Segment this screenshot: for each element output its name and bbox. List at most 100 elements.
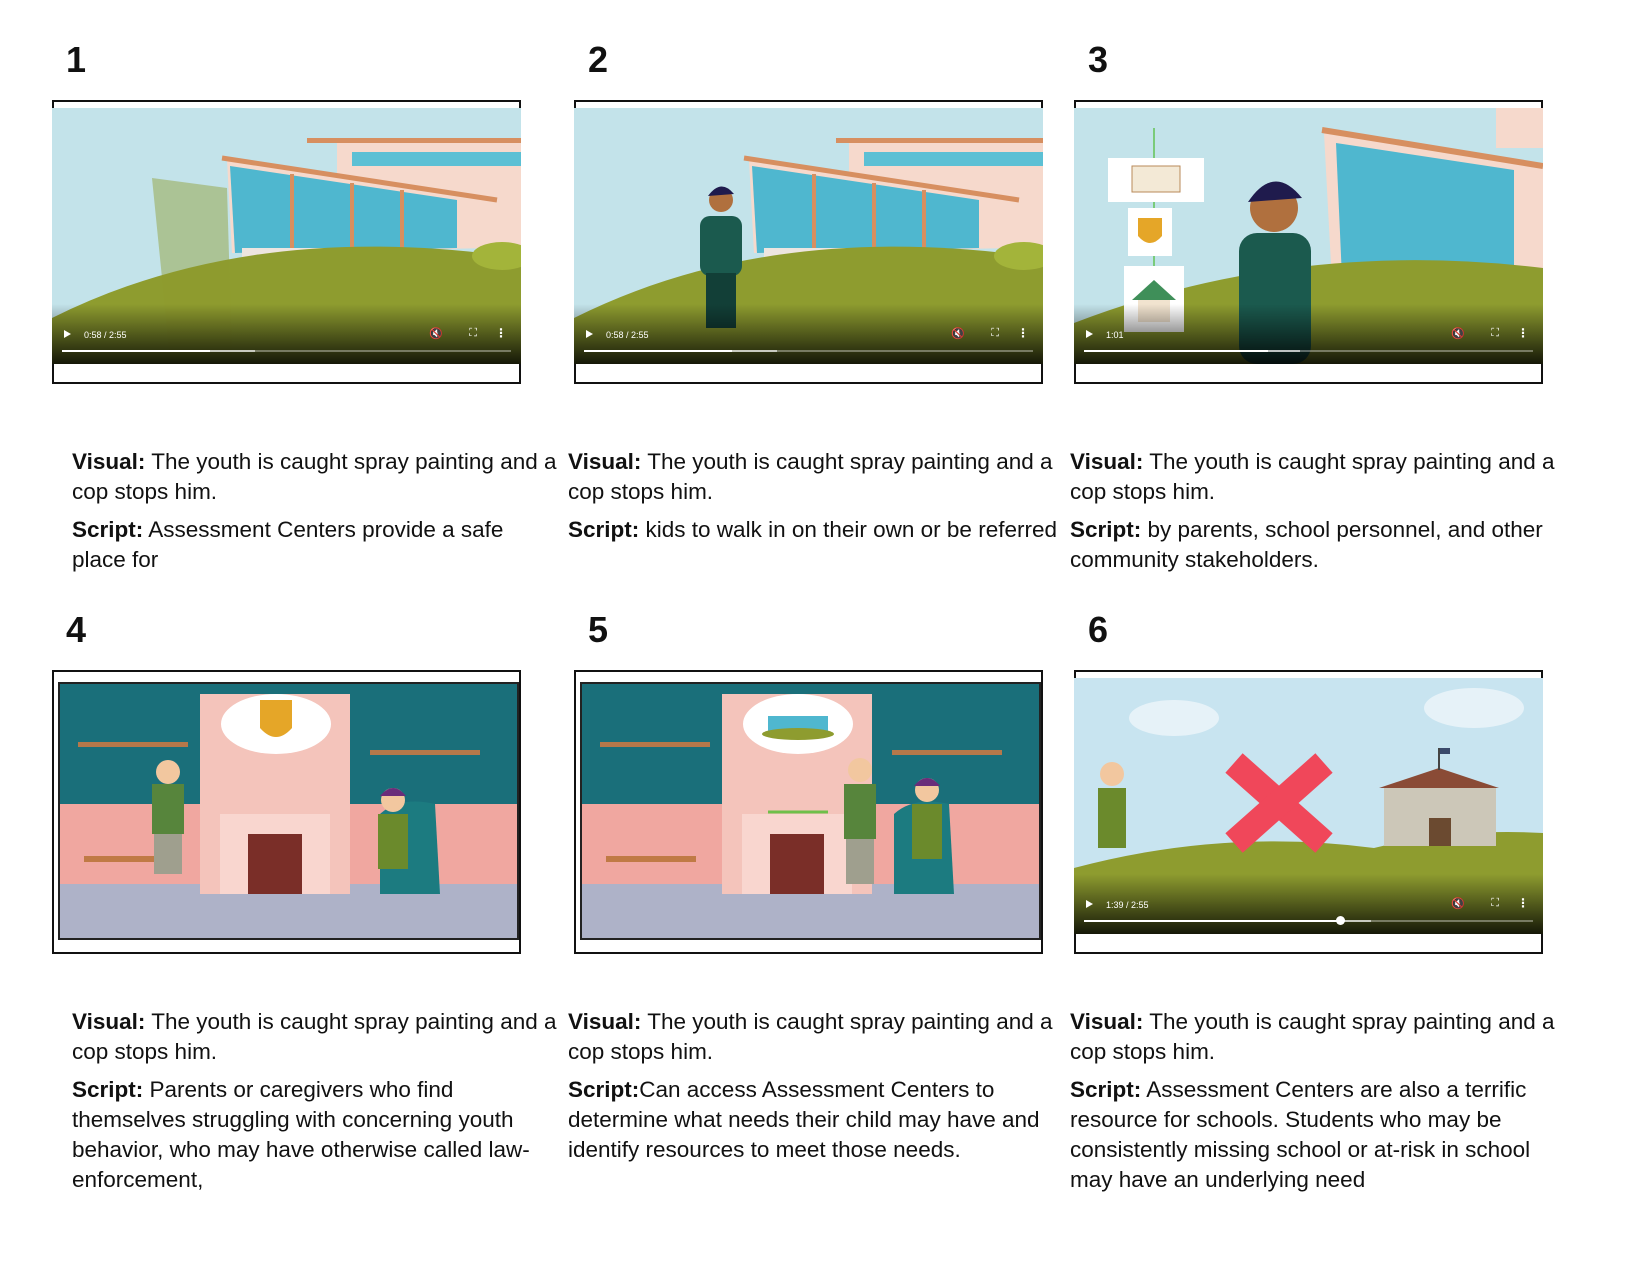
visual-line: Visual: The youth is caught spray painti…: [1070, 1007, 1560, 1067]
script-text: Parents or caregivers who find themselve…: [72, 1077, 530, 1192]
more-options-icon[interactable]: ⋮: [1517, 896, 1529, 910]
video-frame: 1:39 / 2:55 🔇 ⛶ ⋮: [1074, 670, 1543, 954]
video-frame-still: [58, 682, 519, 940]
mute-icon[interactable]: 🔇: [429, 328, 443, 340]
storyboard-panel-1: 1 0:58 / 2:55 🔇: [52, 42, 572, 602]
panel-description: Visual: The youth is caught spray painti…: [1070, 447, 1560, 583]
visual-line: Visual: The youth is caught spray painti…: [72, 447, 562, 507]
mute-icon[interactable]: 🔇: [951, 328, 965, 340]
buffer-bar: [1268, 350, 1300, 352]
script-line: Script: kids to walk in on their own or …: [568, 515, 1058, 545]
video-frame: [574, 670, 1043, 954]
play-icon[interactable]: [1086, 330, 1093, 338]
parent-figure: [152, 760, 184, 874]
more-options-icon[interactable]: ⋮: [495, 326, 507, 340]
script-line: Script: by parents, school personnel, an…: [1070, 515, 1560, 575]
storyboard-panel-2: 2: [568, 39, 1094, 602]
more-options-icon[interactable]: ⋮: [1017, 326, 1029, 340]
video-player[interactable]: 1:01 🔇 ⛶ ⋮: [1074, 108, 1543, 364]
mute-icon[interactable]: 🔇: [1451, 898, 1465, 910]
script-label: Script:: [568, 1077, 640, 1102]
video-time: 0:58 / 2:55: [606, 330, 649, 340]
script-line: Script:Can access Assessment Centers to …: [568, 1075, 1058, 1165]
visual-label: Visual:: [568, 449, 642, 474]
progress-track[interactable]: [584, 350, 1033, 352]
visual-text: The youth is caught spray painting and a…: [568, 449, 1053, 504]
buffer-bar: [732, 350, 778, 352]
script-text: Can access Assessment Centers to determi…: [568, 1077, 1040, 1162]
script-text: by parents, school personnel, and other …: [1070, 517, 1543, 572]
video-player[interactable]: 0:58 / 2:55 🔇 ⛶ ⋮: [574, 108, 1043, 364]
progress-track[interactable]: [1084, 350, 1533, 352]
panel-description: Visual: The youth is caught spray painti…: [568, 447, 1058, 553]
scene-living-room-police: [60, 684, 517, 938]
panel-number: 6: [1088, 609, 1109, 650]
panel-number: 2: [588, 39, 609, 80]
storyboard-panel-4: 4: [52, 609, 572, 1192]
visual-line: Visual: The youth is caught spray painti…: [1070, 447, 1560, 507]
video-controls: 1:01 🔇 ⛶ ⋮: [1074, 304, 1543, 364]
play-icon[interactable]: [586, 330, 593, 338]
video-frame-still: [580, 682, 1041, 940]
panel-number: 1: [66, 39, 87, 80]
visual-label: Visual:: [568, 1009, 642, 1034]
script-line: Script: Assessment Centers are also a te…: [1070, 1075, 1560, 1195]
buffer-bar: [1339, 920, 1372, 922]
fullscreen-icon[interactable]: ⛶: [991, 327, 999, 339]
storyboard-panel-5: 5: [568, 609, 1094, 1172]
video-controls: 0:58 / 2:55 🔇 ⛶ ⋮: [52, 304, 521, 364]
visual-text: The youth is caught spray painting and a…: [1070, 1009, 1555, 1064]
visual-line: Visual: The youth is caught spray painti…: [568, 447, 1058, 507]
video-player[interactable]: 1:39 / 2:55 🔇 ⛶ ⋮: [1074, 678, 1543, 934]
script-label: Script:: [72, 517, 144, 542]
parent-figure: [844, 758, 876, 884]
visual-label: Visual:: [1070, 449, 1144, 474]
script-label: Script:: [72, 1077, 144, 1102]
visual-text: The youth is caught spray painting and a…: [72, 1009, 557, 1064]
scrubber-handle[interactable]: [1335, 916, 1345, 925]
panel-number: 3: [1088, 39, 1109, 80]
fullscreen-icon[interactable]: ⛶: [1491, 897, 1499, 909]
visual-line: Visual: The youth is caught spray painti…: [568, 1007, 1058, 1067]
panel-number: 5: [588, 609, 609, 650]
panel-description: Visual: The youth is caught spray painti…: [72, 1007, 562, 1203]
progress-fill: [1084, 350, 1269, 352]
play-icon[interactable]: [1086, 900, 1093, 908]
progress-fill: [62, 350, 211, 352]
video-time: 1:39 / 2:55: [1106, 900, 1149, 910]
visual-text: The youth is caught spray painting and a…: [1070, 449, 1555, 504]
youth-girl-figure: [378, 788, 408, 869]
panel-description: Visual: The youth is caught spray painti…: [568, 1007, 1058, 1173]
progress-track[interactable]: [62, 350, 511, 352]
script-text: kids to walk in on their own or be refer…: [645, 517, 1057, 542]
youth-girl-figure: [912, 778, 942, 859]
fullscreen-icon[interactable]: ⛶: [469, 327, 477, 339]
video-controls: 0:58 / 2:55 🔇 ⛶ ⋮: [574, 304, 1043, 364]
buffer-bar: [210, 350, 256, 352]
panel-description: Visual: The youth is caught spray painti…: [72, 447, 562, 583]
more-options-icon[interactable]: ⋮: [1517, 326, 1529, 340]
visual-line: Visual: The youth is caught spray painti…: [72, 1007, 562, 1067]
script-line: Script: Parents or caregivers who find t…: [72, 1075, 562, 1195]
progress-fill: [1084, 920, 1340, 922]
school-building: [1379, 748, 1499, 846]
video-player[interactable]: 0:58 / 2:55 🔇 ⛶ ⋮: [52, 108, 521, 364]
progress-track[interactable]: [1084, 916, 1533, 925]
visual-label: Visual:: [1070, 1009, 1144, 1034]
visual-text: The youth is caught spray painting and a…: [568, 1009, 1053, 1064]
panel-number: 4: [66, 609, 87, 650]
video-frame: 0:58 / 2:55 🔇 ⛶ ⋮: [574, 100, 1043, 384]
script-label: Script:: [1070, 1077, 1142, 1102]
visual-label: Visual:: [72, 1009, 146, 1034]
fullscreen-icon[interactable]: ⛶: [1491, 327, 1499, 339]
panel-description: Visual: The youth is caught spray painti…: [1070, 1007, 1560, 1203]
mute-icon[interactable]: 🔇: [1451, 328, 1465, 340]
script-label: Script:: [568, 517, 640, 542]
play-icon[interactable]: [64, 330, 71, 338]
scene-living-room-center: [582, 684, 1039, 938]
video-frame: [52, 670, 521, 954]
storyboard-panel-6: 6: [1070, 609, 1594, 1193]
visual-label: Visual:: [72, 449, 146, 474]
script-text: Assessment Centers are also a terrific r…: [1070, 1077, 1531, 1192]
video-frame: 0:58 / 2:55 🔇 ⛶ ⋮: [52, 100, 521, 384]
